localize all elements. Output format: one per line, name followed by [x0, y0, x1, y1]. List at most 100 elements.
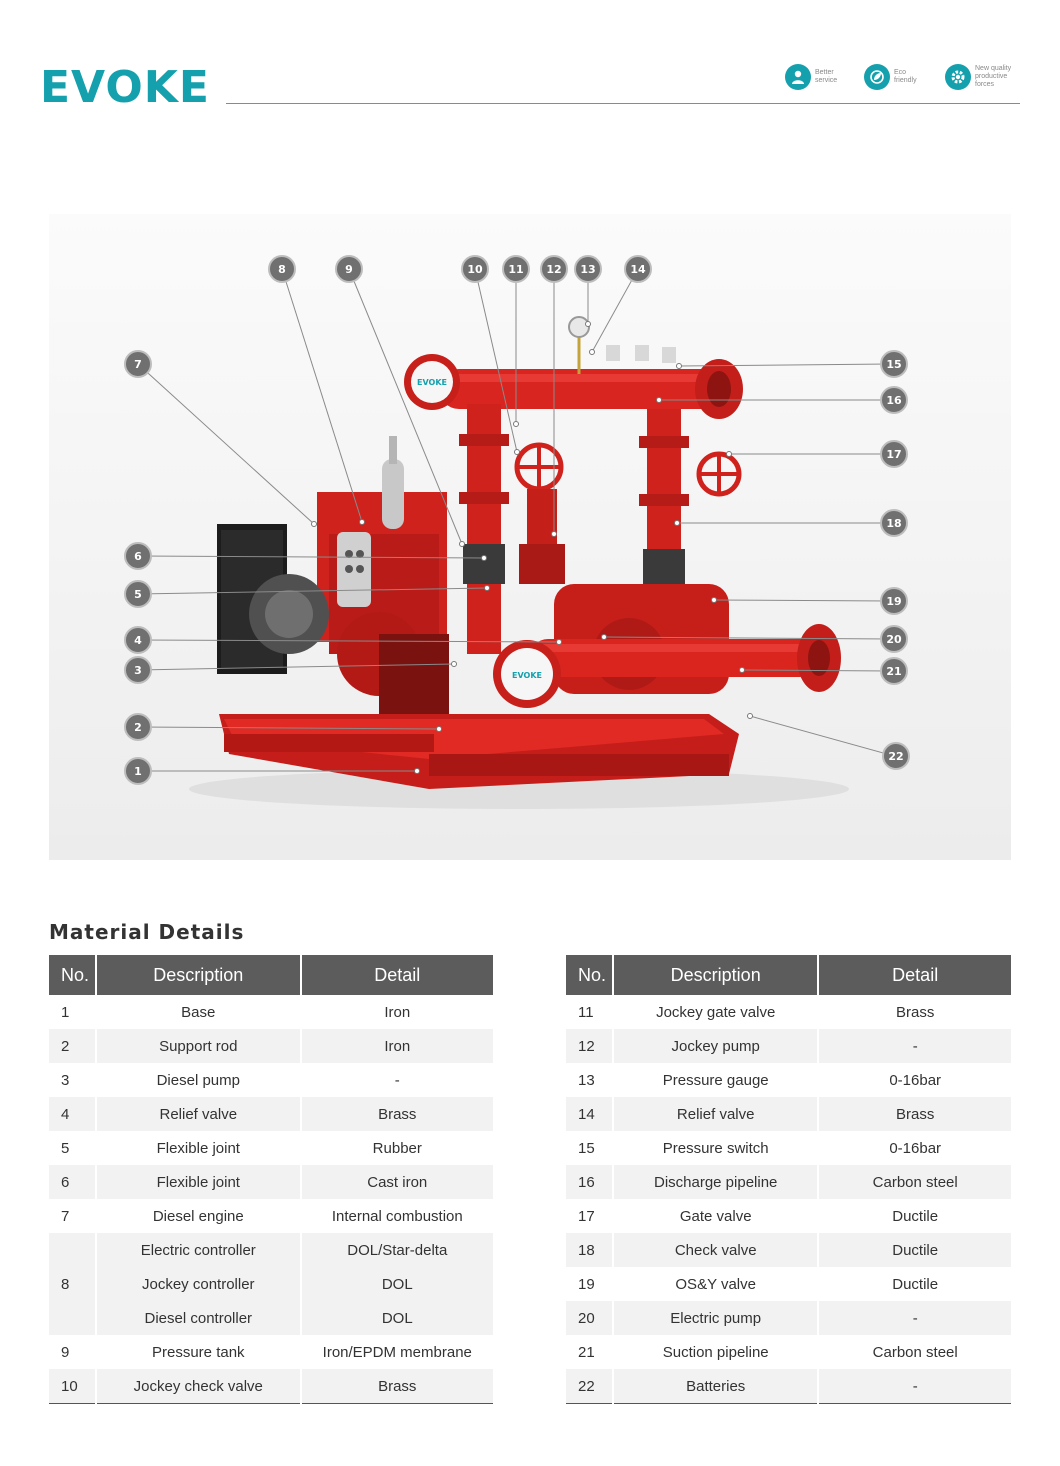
- cell-no: 20: [566, 1301, 615, 1335]
- svg-text:9: 9: [345, 263, 353, 276]
- column-header-description: Description: [613, 955, 820, 995]
- cell-description: Jockey pump: [613, 1029, 820, 1063]
- cell-detail: Brass: [896, 1003, 935, 1021]
- svg-text:6: 6: [134, 550, 142, 563]
- cell-description: OS&Y valve: [613, 1267, 820, 1301]
- badge-text: Better service: [815, 69, 838, 84]
- cell-detail: Cast iron: [300, 1165, 493, 1199]
- pump-set-illustration: EVOKE: [124, 255, 910, 809]
- callout-8: 8: [268, 255, 296, 283]
- svg-text:14: 14: [630, 263, 646, 276]
- callout-9: 9: [335, 255, 363, 283]
- svg-text:19: 19: [886, 595, 901, 608]
- cell-no: 19: [566, 1267, 615, 1301]
- cell-detail: -: [818, 1301, 1011, 1335]
- cell-detail: 0-16bar: [889, 1071, 942, 1089]
- svg-text:18: 18: [886, 517, 901, 530]
- gear-icon: [945, 64, 971, 90]
- eco-leaf-icon: [864, 64, 890, 90]
- cell-no: 8: [49, 1233, 98, 1335]
- cell-description: Electric pump: [613, 1301, 820, 1335]
- cell-no: 11: [566, 995, 615, 1029]
- cell-description: Discharge pipeline: [613, 1165, 820, 1199]
- cell-detail: Carbon steel: [818, 1165, 1011, 1199]
- cell-no: 17: [566, 1199, 615, 1233]
- svg-text:17: 17: [886, 448, 901, 461]
- cell-detail: DOL: [300, 1301, 493, 1335]
- cell-description: Base: [96, 995, 302, 1029]
- callout-1: 1: [124, 757, 152, 785]
- callout-13: 13: [574, 255, 602, 283]
- callout-19: 19: [880, 587, 908, 615]
- cell-no: 18: [566, 1233, 615, 1267]
- callout-16: 16: [880, 386, 908, 414]
- callout-6: 6: [124, 542, 152, 570]
- cell-no: 6: [49, 1165, 98, 1199]
- badge-text: New quality productive forces: [975, 65, 1012, 88]
- cell-description: Pressure tank: [96, 1335, 302, 1369]
- suction-plate-logo: EVOKE: [512, 671, 542, 680]
- svg-text:1: 1: [134, 765, 142, 778]
- cell-no: 15: [566, 1131, 615, 1165]
- cell-description: Diesel controller: [96, 1301, 302, 1335]
- cell-detail: Rubber: [372, 1139, 422, 1157]
- cell-detail: -: [394, 1071, 400, 1089]
- svg-text:4: 4: [134, 634, 142, 647]
- callout-3: 3: [124, 656, 152, 684]
- callout-21: 21: [880, 657, 908, 685]
- cell-detail: Iron: [300, 1029, 493, 1063]
- svg-text:2: 2: [134, 721, 142, 734]
- cell-detail: DOL: [300, 1267, 493, 1301]
- svg-text:10: 10: [467, 263, 483, 276]
- cell-no: 7: [49, 1199, 98, 1233]
- cell-description: Flexible joint: [96, 1131, 302, 1165]
- cell-detail: Ductile: [892, 1275, 939, 1293]
- cell-detail: Brass: [300, 1369, 493, 1404]
- cell-no: 12: [566, 1029, 615, 1063]
- svg-text:7: 7: [134, 358, 142, 371]
- cell-description: Electric controller: [96, 1233, 302, 1267]
- column-header-description: Description: [96, 955, 302, 995]
- cell-no: 10: [49, 1369, 98, 1404]
- cell-detail: Brass: [818, 1097, 1011, 1131]
- cell-detail: Ductile: [892, 1207, 939, 1225]
- callout-18: 18: [880, 509, 908, 537]
- cell-detail: Carbon steel: [872, 1343, 958, 1361]
- cell-description: Support rod: [96, 1029, 302, 1063]
- cell-no: 22: [566, 1369, 615, 1404]
- callout-2: 2: [124, 713, 152, 741]
- cell-description: Suction pipeline: [613, 1335, 820, 1369]
- callout-4: 4: [124, 626, 152, 654]
- cell-detail: 0-16bar: [889, 1139, 942, 1157]
- callout-5: 5: [124, 580, 152, 608]
- svg-text:22: 22: [888, 750, 903, 763]
- callout-14: 14: [624, 255, 652, 283]
- cell-description: Relief valve: [613, 1097, 820, 1131]
- badge-text: Eco friendly: [894, 69, 917, 84]
- cell-description: Pressure gauge: [613, 1063, 820, 1097]
- cell-detail: -: [818, 1029, 1011, 1063]
- cell-description: Diesel pump: [96, 1063, 302, 1097]
- cell-no: 16: [566, 1165, 615, 1199]
- header-plate-logo: EVOKE: [417, 378, 447, 387]
- cell-description: Flexible joint: [96, 1165, 302, 1199]
